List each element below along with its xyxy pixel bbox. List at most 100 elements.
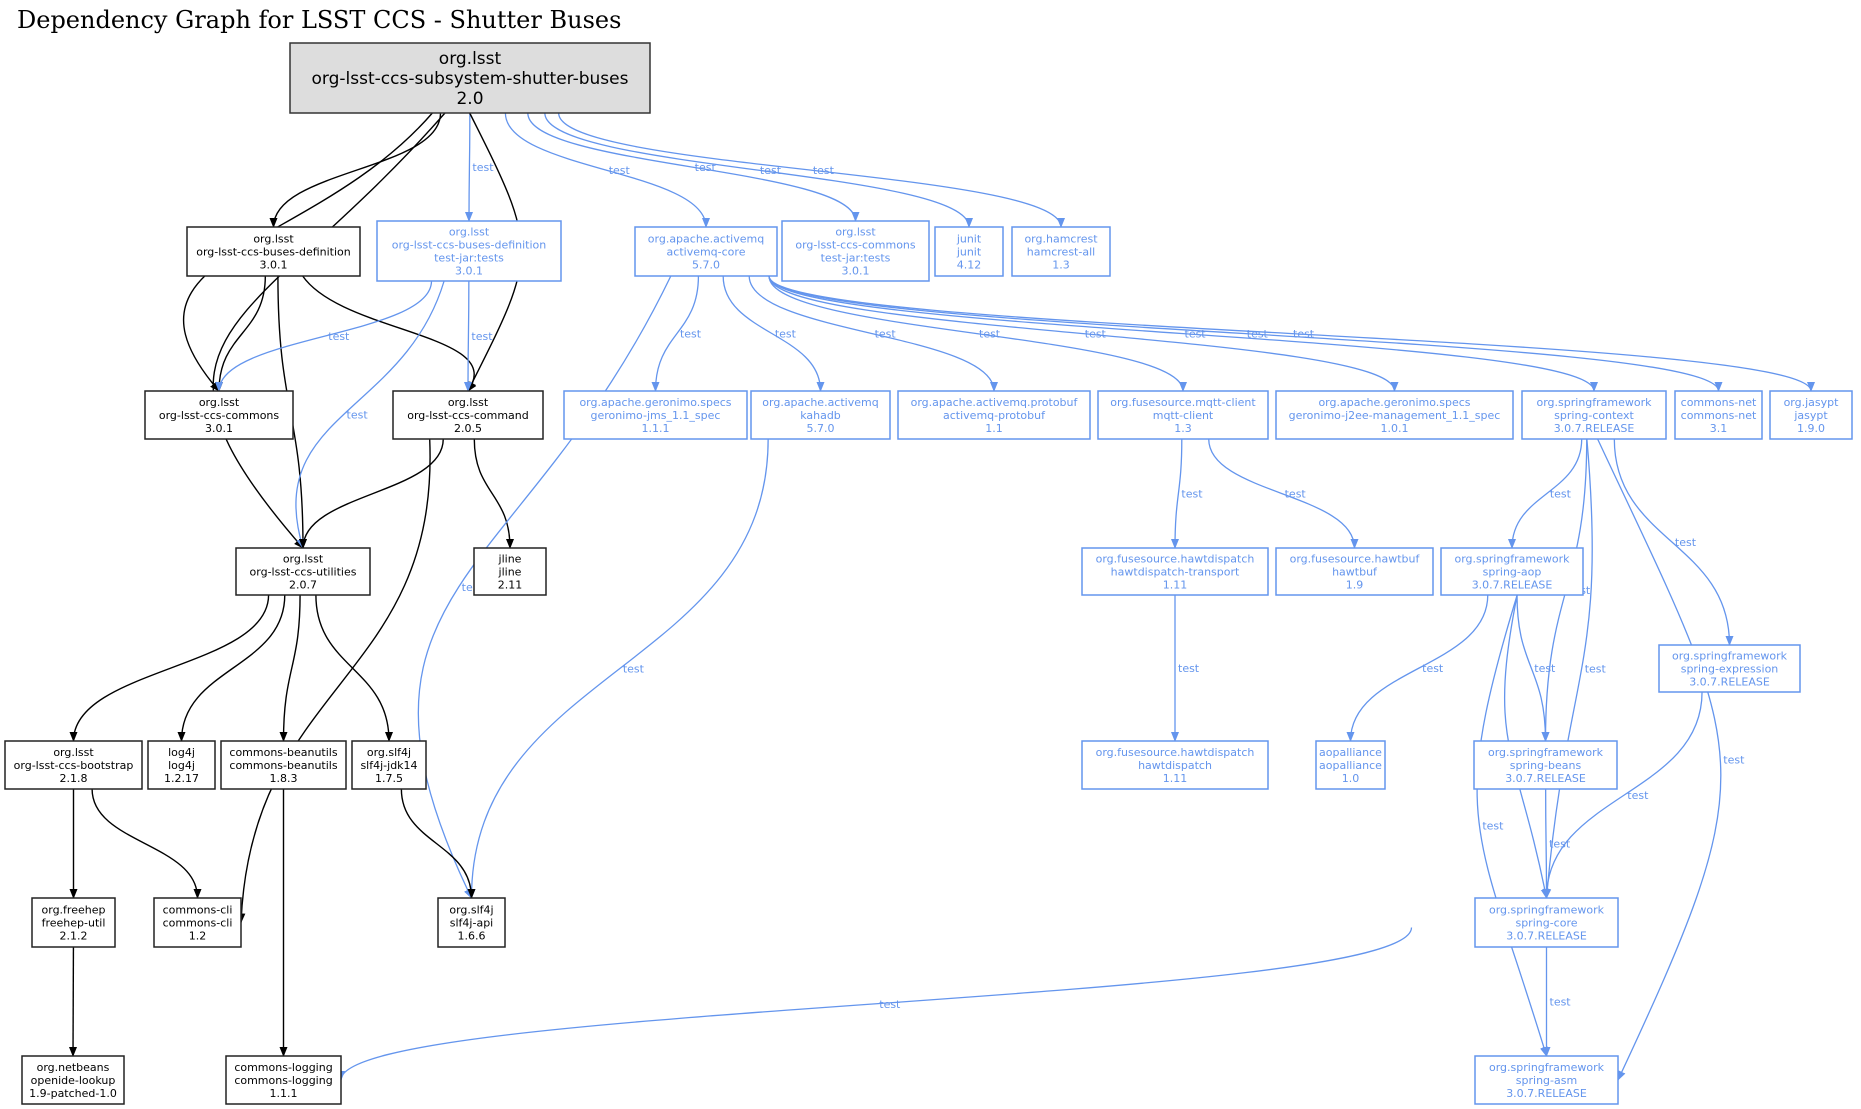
edge-slf4jjdk-to-slf4japi [400,788,476,899]
node-artifact: hawtdispatch [1138,759,1212,772]
edge-amqcore-to-mqtt [768,275,1187,392]
node-group: org.springframework [1489,903,1605,916]
node-busesdef[interactable]: org.lsstorg-lsst-ccs-buses-definition3.0… [186,226,361,277]
edge-label: test [1549,838,1571,851]
node-spasm[interactable]: org.springframeworkspring-asm3.0.7.RELEA… [1474,1055,1619,1105]
node-gerj2ee[interactable]: org.apache.geronimo.specsgeronimo-j2ee-m… [1275,390,1514,440]
node-group: org.lsst [835,225,876,238]
node-version: 2.11 [498,578,523,591]
node-spexpr[interactable]: org.springframeworkspring-expression3.0.… [1658,644,1801,693]
node-group: org.slf4j [367,746,411,759]
edge-label: test [875,328,897,341]
node-spbeans[interactable]: org.springframeworkspring-beans3.0.7.REL… [1473,740,1618,790]
node-version: 3.0.1 [842,264,870,277]
edge-label: test [472,161,494,174]
node-hdtrans[interactable]: org.fusesource.hawtdispatchhawtdispatch-… [1081,547,1269,596]
node-commonstest[interactable]: org.lsstorg-lsst-ccs-commonstest-jar:tes… [781,220,930,282]
node-artifact: commons-beanutils [229,759,337,772]
node-artifact: jline [498,565,522,578]
edge-spctx-to-spasm [1597,438,1722,1081]
node-version: 3.0.1 [205,422,233,435]
node-group: org.lsst [253,232,294,245]
node-group: org.fusesource.hawtdispatch [1096,552,1255,565]
node-version: 1.11 [1163,578,1188,591]
edge-root-to-junit [544,112,973,228]
node-group: commons-beanutils [229,746,337,759]
node-group: junit [956,232,982,245]
edge-spctx-to-spcore [1543,438,1593,899]
node-artifact: log4j [168,759,195,772]
edge-kahadb-to-slf4japi [467,438,769,899]
node-version: 3.0.7.RELEASE [1506,929,1587,942]
edge-command-to-utilities [299,438,444,549]
node-spctx[interactable]: org.springframeworkspring-context3.0.7.R… [1521,390,1667,440]
node-group: org.lsst [439,49,502,69]
node-busesdeftest[interactable]: org.lsstorg-lsst-ccs-buses-definitiontes… [376,220,562,282]
edge-label: test [1550,488,1572,501]
node-hd[interactable]: org.fusesource.hawtdispatchhawtdispatch1… [1081,740,1269,790]
node-version: 2.0.7 [289,578,317,591]
edge-amqcore-to-gerj2ee [768,275,1399,392]
edge-label: test [680,328,702,341]
node-version: 3.0.7.RELEASE [1689,675,1770,688]
edge-root-to-busesdef [269,112,442,228]
node-group: org.lsst [53,746,94,759]
node-gerjms[interactable]: org.apache.geronimo.specsgeronimo-jms_1.… [563,390,748,440]
node-box [1474,1055,1619,1105]
node-version: 2.1.8 [60,772,88,785]
node-protobuf[interactable]: org.apache.activemq.protobufactivemq-pro… [897,390,1091,440]
node-group: org.apache.geronimo.specs [1318,396,1470,409]
node-group: org.springframework [1672,649,1788,662]
edge-label: test [623,663,645,676]
edge-amqcore-to-protobuf [748,275,998,392]
node-root[interactable]: org.lsstorg-lsst-ccs-subsystem-shutter-b… [289,42,651,114]
node-artifact: spring-aop [1483,565,1542,578]
node-box [1658,644,1801,693]
node-artifact: org-lsst-ccs-command [407,409,529,422]
node-spaop[interactable]: org.springframeworkspring-aop3.0.7.RELEA… [1440,547,1584,596]
edge-label: test [1585,663,1607,676]
node-openide[interactable]: org.netbeansopenide-lookup1.9-patched-1.… [21,1055,125,1105]
node-box [563,390,748,440]
node-box [1011,226,1111,277]
node-spcore[interactable]: org.springframeworkspring-core3.0.7.RELE… [1474,897,1619,948]
node-version: 3.0.7.RELEASE [1505,772,1586,785]
edge-amqcore-to-cnet [768,275,1723,392]
node-artifact: slf4j-jdk14 [360,759,417,772]
edge-label: test [1675,536,1697,549]
edge-spaop-to-spbeans [1516,594,1550,742]
node-group: org.netbeans [37,1061,110,1074]
node-artifact: geronimo-jms_1.1_spec [591,409,721,422]
node-version: 3.0.1 [455,264,483,277]
edge-command-to-jline [473,438,514,549]
node-version: 1.1 [985,422,1003,435]
node-box [1674,390,1763,440]
node-artifact: geronimo-j2ee-management_1.1_spec [1289,409,1501,422]
edge-label: test [609,164,631,177]
node-artifact: org-lsst-ccs-buses-definition [196,245,351,258]
node-artifact: org-lsst-ccs-commons [159,409,280,422]
node-box [1474,897,1619,948]
node-box [473,547,547,596]
